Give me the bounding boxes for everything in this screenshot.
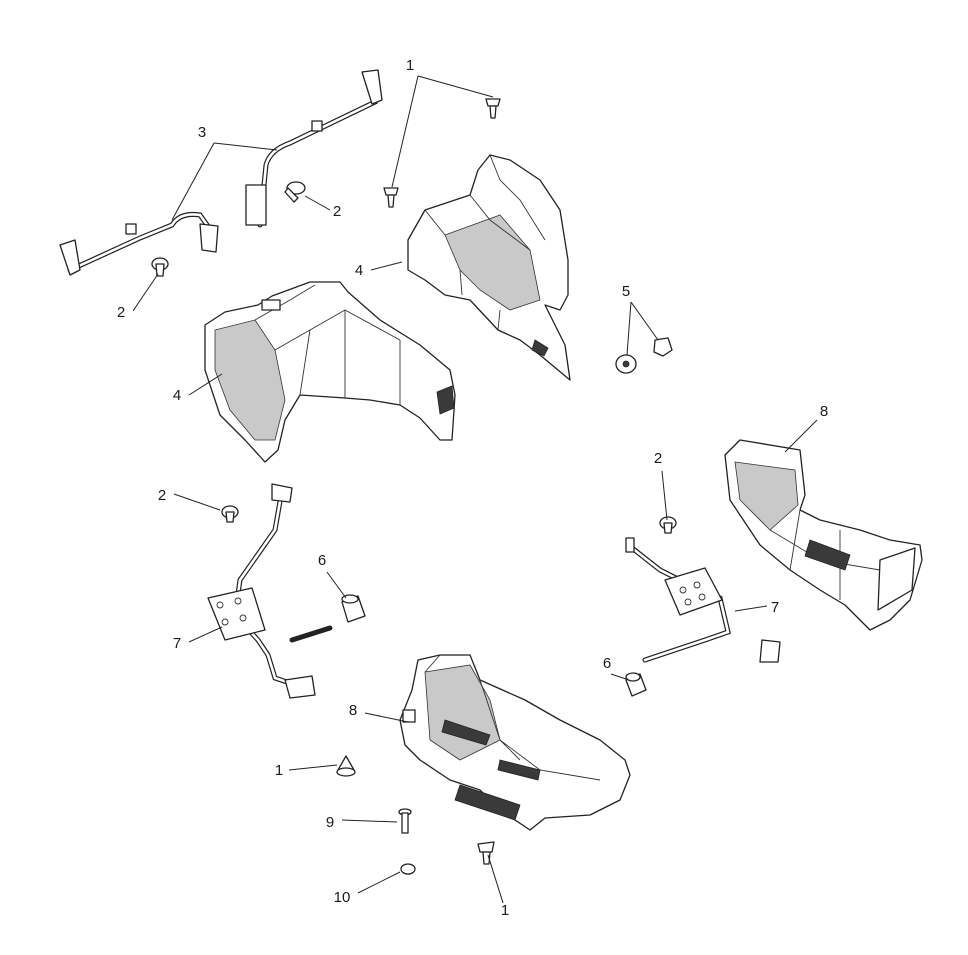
leader-line [213, 142, 278, 151]
rivet-part-1-lower-left [336, 755, 356, 777]
leader-line [417, 75, 494, 98]
rivet-part-2-upper [284, 181, 306, 203]
leader-line [188, 373, 223, 396]
callout-c8b: 8 [349, 702, 357, 719]
leader-line [173, 493, 221, 511]
callout-c1b: 1 [275, 762, 283, 779]
washer-part-5 [615, 354, 637, 374]
callout-c4b: 4 [173, 387, 181, 404]
rivet-part-2-mid-right [659, 516, 677, 534]
leader-line [734, 605, 768, 612]
footwell-part-8-bottom [399, 654, 631, 831]
push-rivet-part-1-top [485, 98, 501, 119]
callout-c2b: 2 [117, 304, 125, 321]
bracket-part-3-right [245, 69, 383, 228]
leader-line [626, 301, 632, 356]
bracket-part-7-left [207, 483, 333, 699]
leader-line [304, 195, 331, 211]
inner-fender-part-4-right [407, 154, 571, 381]
bracket-part-3-left [59, 212, 219, 276]
pin-part-9 [398, 808, 412, 834]
leader-line [784, 419, 818, 453]
callout-c2d: 2 [158, 487, 166, 504]
callout-c7b: 7 [173, 635, 181, 652]
leader-line [364, 712, 409, 723]
leader-line [326, 571, 347, 599]
push-rivet-part-1-bottom [477, 841, 495, 865]
leader-line [171, 142, 215, 221]
callout-c8a: 8 [820, 403, 828, 420]
callout-c6b: 6 [603, 655, 611, 672]
leader-line [487, 854, 504, 904]
leader-line [188, 626, 223, 643]
nut-part-5 [653, 337, 673, 357]
bushing-part-6-right [625, 672, 647, 697]
leader-line [288, 764, 338, 771]
bracket-part-7-right [625, 537, 781, 663]
rivet-part-2-mid-left [221, 505, 239, 523]
leader-line [630, 301, 659, 341]
bushing-part-6-left [341, 594, 366, 623]
callout-c3: 3 [198, 124, 206, 141]
leader-line [610, 673, 627, 680]
callout-c7a: 7 [771, 599, 779, 616]
rivet-part-2-left [151, 257, 169, 277]
leader-line [341, 819, 398, 823]
callout-c1a: 1 [406, 57, 414, 74]
callout-c6a: 6 [318, 552, 326, 569]
callout-c10: 10 [334, 889, 351, 906]
leader-lines [132, 75, 818, 904]
footwell-part-8-right [724, 439, 923, 631]
callout-c9: 9 [326, 814, 334, 831]
callout-c2c: 2 [654, 450, 662, 467]
leader-line [661, 470, 668, 521]
cap-part-10 [400, 863, 416, 875]
leader-line [132, 273, 159, 312]
push-rivet-part-1-upper-mid [383, 187, 399, 208]
callout-c5: 5 [622, 283, 630, 300]
leader-line [391, 75, 419, 188]
callout-c2a: 2 [333, 203, 341, 220]
inner-fender-part-4-left [204, 281, 456, 463]
callout-c4a: 4 [355, 262, 363, 279]
leader-line [370, 261, 403, 271]
leader-line [357, 871, 401, 894]
callout-c1c: 1 [501, 902, 509, 919]
